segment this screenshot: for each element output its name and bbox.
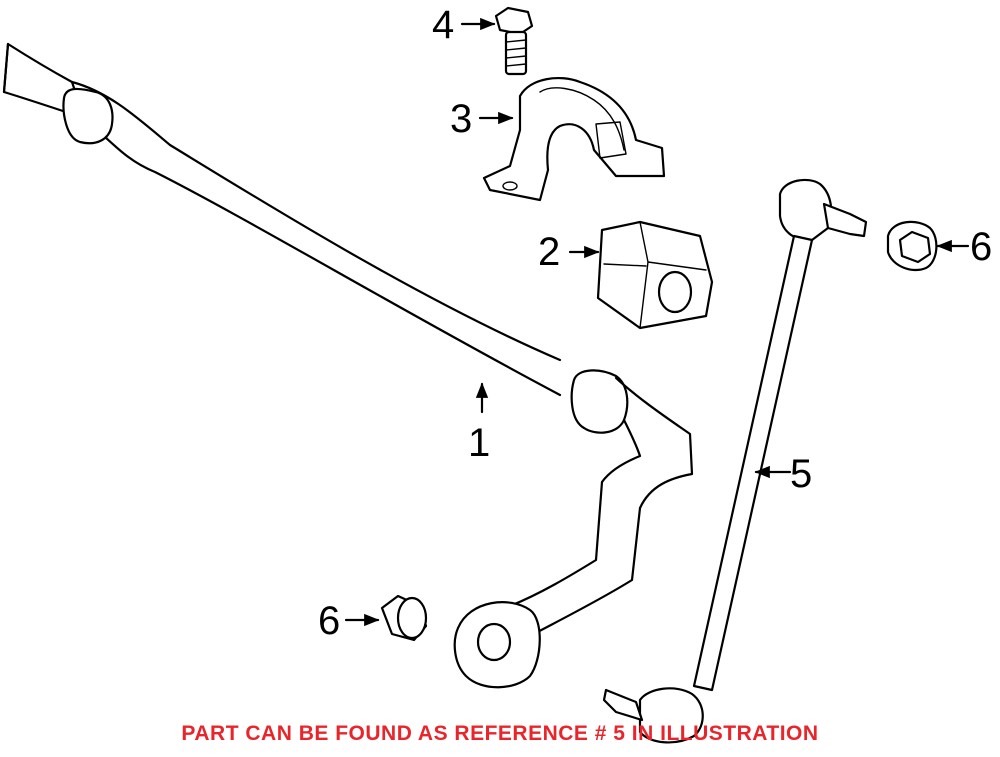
- bolt-head: [494, 6, 534, 36]
- bolt: [494, 6, 534, 76]
- bar-bushing-band-left: [62, 87, 114, 145]
- bolt-thread: [505, 39, 527, 67]
- bar-lower-edge: [82, 116, 562, 397]
- bar-arm-inner: [508, 418, 642, 608]
- link-upper-stud: [822, 202, 868, 238]
- link-shaft: [692, 234, 814, 692]
- bar-end-face: [2, 42, 10, 94]
- callout-2: 2: [538, 230, 560, 274]
- callout-4: 4: [432, 3, 454, 47]
- bushing-bore: [657, 270, 693, 314]
- callout-6-left: 6: [318, 599, 340, 643]
- stabilizer-link: [602, 178, 868, 744]
- bar-end-eye: [453, 601, 541, 689]
- bushing-slot-line: [603, 263, 647, 267]
- link-lower-stud: [602, 688, 644, 722]
- stabilizer-bar: [2, 42, 694, 689]
- nut-left: [380, 594, 428, 642]
- bushing-body: [596, 220, 714, 330]
- bracket-window: [595, 121, 627, 159]
- reference-note: PART CAN BE FOUND AS REFERENCE # 5 IN IL…: [181, 722, 819, 745]
- bushing-bracket: [482, 76, 666, 202]
- bracket-body: [482, 76, 666, 202]
- link-lower-ball-joint: [638, 687, 704, 744]
- bracket-inner-curve: [539, 87, 625, 151]
- nut-right-hex: [898, 230, 932, 264]
- nut-right: [886, 220, 938, 272]
- nut-left-flange: [396, 596, 428, 640]
- callout-6-right: 6: [970, 225, 992, 269]
- callout-1: 1: [468, 421, 490, 465]
- link-upper-ball-joint: [778, 178, 833, 242]
- bracket-hole: [502, 181, 518, 191]
- bar-arm-outer: [528, 376, 694, 638]
- callout-3: 3: [450, 97, 472, 141]
- bar-end-eye-hole: [476, 622, 512, 662]
- bushing: [596, 220, 714, 330]
- bushing-front-edge: [639, 261, 649, 329]
- callout-5: 5: [790, 452, 812, 496]
- bolt-shank: [504, 30, 528, 76]
- bar-upper-edge: [70, 80, 562, 362]
